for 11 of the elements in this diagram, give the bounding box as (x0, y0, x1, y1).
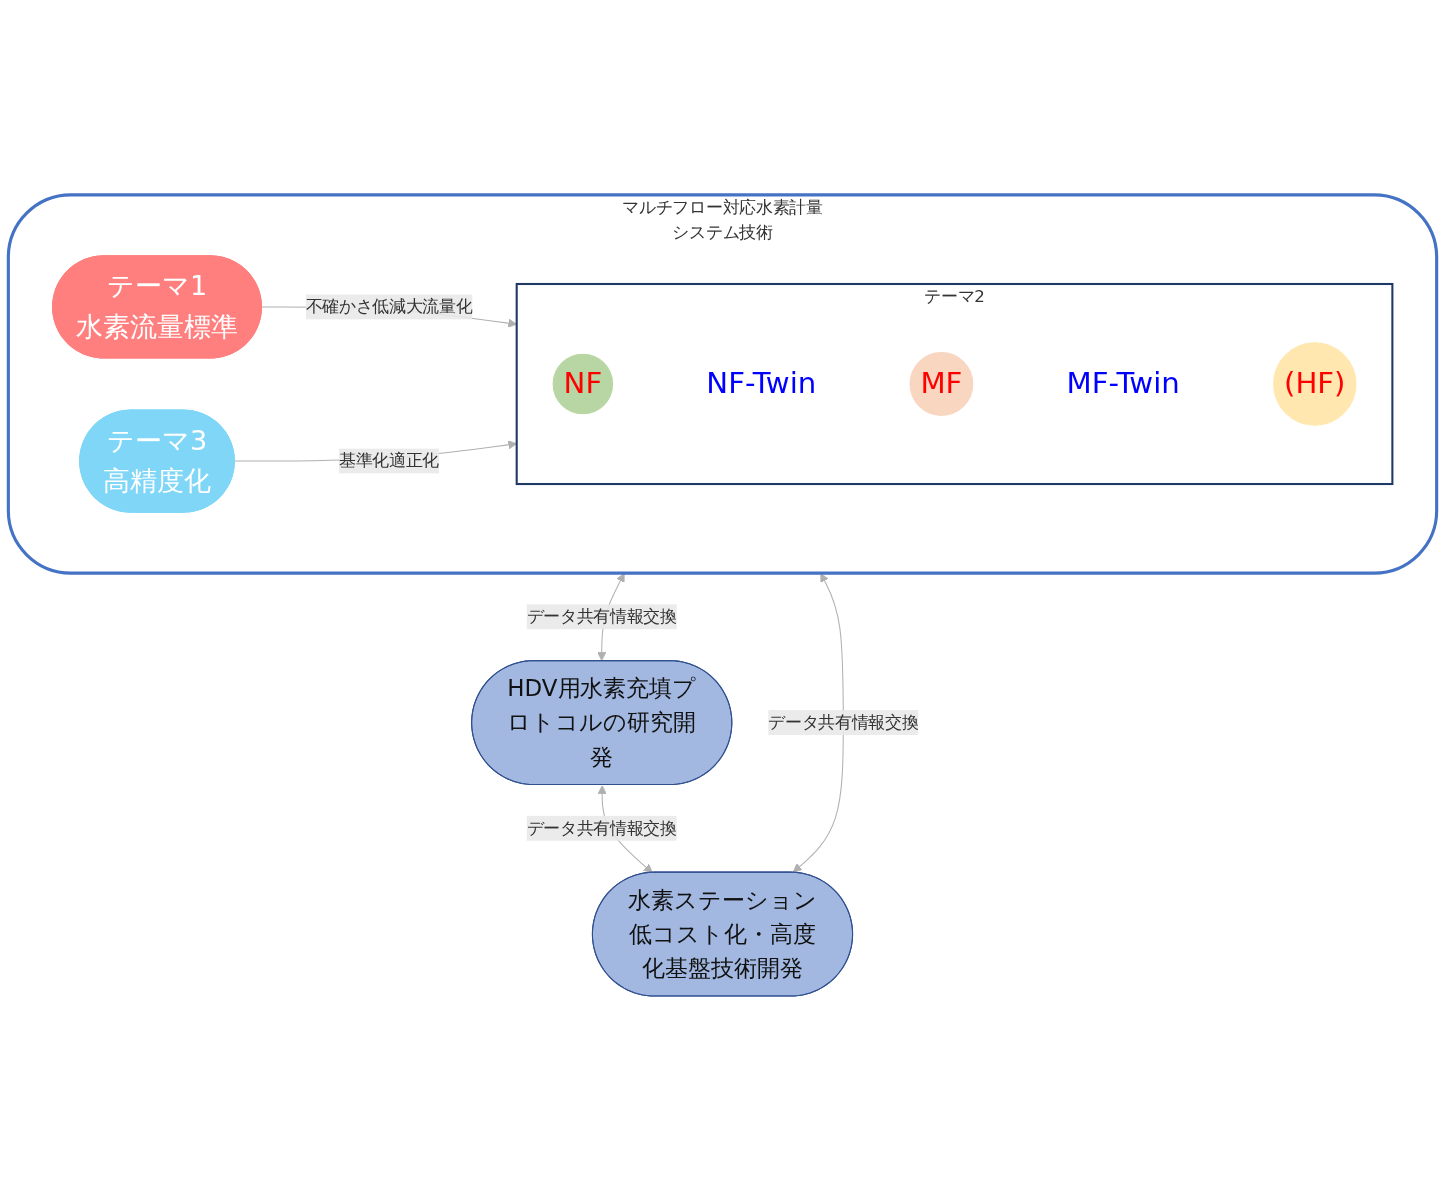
node-circle: (HF) (1273, 342, 1357, 426)
edge-label: 基準化適正化 (339, 450, 440, 471)
node-circle: NF (552, 353, 614, 415)
node-circle: MF (909, 352, 974, 416)
edge-label: 不確かさ低減大流量化 (305, 296, 473, 317)
node-text: MF-Twin (1066, 366, 1180, 401)
node-text: NF-Twin (706, 366, 817, 401)
arrow (792, 573, 844, 873)
edge-label: データ共有情報交換 (526, 817, 677, 838)
edge-label: データ共有情報交換 (768, 712, 919, 732)
edge-label: データ共有情報交換 (526, 606, 677, 627)
